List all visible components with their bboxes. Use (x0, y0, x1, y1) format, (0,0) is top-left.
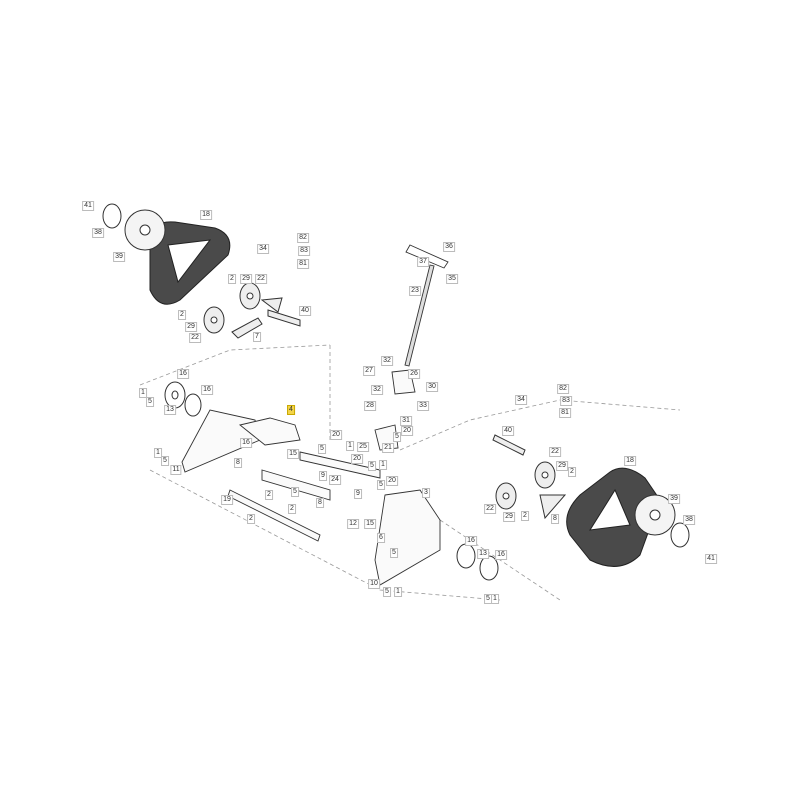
assembly-guide-lines (139, 344, 681, 601)
belt-right (566, 467, 661, 567)
callout-part-22[interactable]: 22 (189, 333, 201, 343)
callout-part-8[interactable]: 8 (316, 498, 324, 508)
callout-part-20[interactable]: 20 (401, 426, 413, 436)
callout-part-81[interactable]: 81 (559, 408, 571, 418)
callout-part-5[interactable]: 5 (377, 480, 385, 490)
sprocket-top-left (102, 203, 166, 251)
callout-part-81[interactable]: 81 (297, 259, 309, 269)
callout-part-1[interactable]: 1 (154, 448, 162, 458)
callout-part-28[interactable]: 28 (364, 401, 376, 411)
callout-part-3[interactable]: 3 (422, 488, 430, 498)
callout-part-36[interactable]: 36 (443, 242, 455, 252)
callout-part-29[interactable]: 29 (503, 512, 515, 522)
callout-part-82[interactable]: 82 (557, 384, 569, 394)
callout-part-22[interactable]: 22 (255, 274, 267, 284)
callout-part-20[interactable]: 20 (351, 454, 363, 464)
callout-part-5[interactable]: 5 (318, 444, 326, 454)
callout-part-11[interactable]: 11 (170, 465, 182, 475)
callout-part-22[interactable]: 22 (484, 504, 496, 514)
callout-part-41[interactable]: 41 (705, 554, 717, 564)
side-frames (181, 244, 449, 586)
callout-part-26[interactable]: 26 (408, 369, 420, 379)
callout-part-5[interactable]: 5 (383, 587, 391, 597)
callout-part-40[interactable]: 40 (502, 426, 514, 436)
callout-part-2[interactable]: 2 (178, 310, 186, 320)
callout-part-18[interactable]: 18 (624, 456, 636, 466)
callout-part-16[interactable]: 16 (201, 385, 213, 395)
callout-part-29[interactable]: 29 (185, 322, 197, 332)
callout-part-18[interactable]: 18 (200, 210, 212, 220)
callout-part-1[interactable]: 1 (394, 587, 402, 597)
callout-part-16[interactable]: 16 (495, 550, 507, 560)
callout-part-2[interactable]: 2 (568, 467, 576, 477)
callout-part-34[interactable]: 34 (257, 244, 269, 254)
sprocket-right (634, 494, 690, 548)
callout-part-38[interactable]: 38 (92, 228, 104, 238)
callout-part-35[interactable]: 35 (446, 274, 458, 284)
callout-part-5[interactable]: 5 (161, 456, 169, 466)
callout-part-24[interactable]: 24 (329, 475, 341, 485)
callout-part-5[interactable]: 5 (393, 432, 401, 442)
callout-part-5[interactable]: 5 (291, 487, 299, 497)
callout-part-9[interactable]: 9 (319, 471, 327, 481)
callout-part-2[interactable]: 2 (247, 514, 255, 524)
callout-part-9[interactable]: 9 (354, 489, 362, 499)
callout-part-21[interactable]: 21 (382, 443, 394, 453)
callout-part-8[interactable]: 8 (551, 514, 559, 524)
callout-part-29[interactable]: 29 (240, 274, 252, 284)
callout-part-15[interactable]: 15 (287, 449, 299, 459)
callout-part-7[interactable]: 7 (253, 332, 261, 342)
callout-part-83[interactable]: 83 (560, 396, 572, 406)
callout-part-12[interactable]: 12 (347, 519, 359, 529)
callout-part-41[interactable]: 41 (82, 201, 94, 211)
callout-part-31[interactable]: 31 (400, 416, 412, 426)
callout-part-13[interactable]: 13 (164, 405, 176, 415)
callout-part-16[interactable]: 16 (177, 369, 189, 379)
callout-part-8[interactable]: 8 (234, 458, 242, 468)
callout-part-33[interactable]: 33 (417, 401, 429, 411)
callout-part-5[interactable]: 5 (390, 548, 398, 558)
callout-part-39[interactable]: 39 (668, 494, 680, 504)
callout-part-1[interactable]: 1 (491, 594, 499, 604)
callout-part-16[interactable]: 16 (465, 536, 477, 546)
callout-part-37[interactable]: 37 (417, 257, 429, 267)
callout-part-32[interactable]: 32 (371, 385, 383, 395)
callout-part-1[interactable]: 1 (379, 460, 387, 470)
callout-part-39[interactable]: 39 (113, 252, 125, 262)
washers (164, 381, 499, 581)
callout-part-20[interactable]: 20 (386, 476, 398, 486)
callout-part-10[interactable]: 10 (368, 579, 380, 589)
callout-part-82[interactable]: 82 (297, 233, 309, 243)
rollers-right (492, 434, 567, 520)
callout-part-29[interactable]: 29 (556, 461, 568, 471)
callout-part-38[interactable]: 38 (683, 515, 695, 525)
callout-part-22[interactable]: 22 (549, 447, 561, 457)
callout-part-6[interactable]: 6 (377, 533, 385, 543)
callout-part-30[interactable]: 30 (426, 382, 438, 392)
callout-part-27[interactable]: 27 (363, 366, 375, 376)
callout-part-2[interactable]: 2 (228, 274, 236, 284)
callout-part-83[interactable]: 83 (298, 246, 310, 256)
callout-part-40[interactable]: 40 (299, 306, 311, 316)
callout-part-2[interactable]: 2 (288, 504, 296, 514)
callout-part-20[interactable]: 20 (330, 430, 342, 440)
callout-part-16[interactable]: 16 (240, 438, 252, 448)
callout-part-4-highlighted[interactable]: 4 (287, 405, 295, 415)
callout-part-23[interactable]: 23 (409, 286, 421, 296)
callout-part-34[interactable]: 34 (515, 395, 527, 405)
callout-part-25[interactable]: 25 (357, 442, 369, 452)
rollers-top-left (203, 282, 301, 339)
callout-part-5[interactable]: 5 (146, 397, 154, 407)
callout-part-13[interactable]: 13 (477, 549, 489, 559)
callout-part-5[interactable]: 5 (368, 461, 376, 471)
callout-part-2[interactable]: 2 (265, 490, 273, 500)
callout-part-1[interactable]: 1 (139, 388, 147, 398)
callout-part-2[interactable]: 2 (521, 511, 529, 521)
callout-part-15[interactable]: 15 (364, 519, 376, 529)
callout-part-1[interactable]: 1 (346, 441, 354, 451)
callout-part-32[interactable]: 32 (381, 356, 393, 366)
callout-part-19[interactable]: 19 (221, 495, 233, 505)
